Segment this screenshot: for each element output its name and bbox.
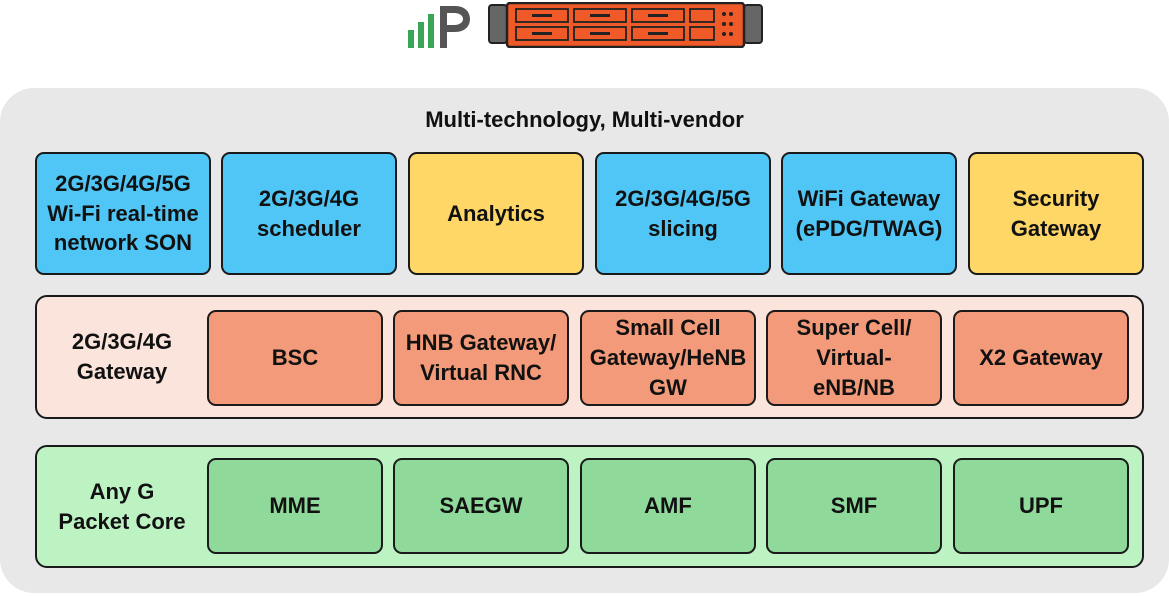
service-box-slicing: 2G/3G/4G/5G slicing bbox=[595, 152, 771, 275]
rack-server-icon bbox=[488, 2, 763, 48]
core-box-amf: AMF bbox=[580, 458, 756, 554]
packet-core-label: Any G Packet Core bbox=[58, 478, 186, 534]
service-box-analytics: Analytics bbox=[408, 152, 584, 275]
service-box-scheduler: 2G/3G/4G scheduler bbox=[221, 152, 397, 275]
core-box-saegw: SAEGW bbox=[393, 458, 569, 554]
gateway-layer-label: 2G/3G/4G Gateway bbox=[71, 329, 173, 384]
core-box-upf: UPF bbox=[953, 458, 1129, 554]
service-box-wifi-gateway: WiFi Gateway (ePDG/TWAG) bbox=[781, 152, 957, 275]
gateway-box-bsc: BSC bbox=[207, 310, 383, 406]
diagram-title: Multi-technology, Multi-vendor bbox=[425, 107, 744, 132]
core-box-mme: MME bbox=[207, 458, 383, 554]
gateway-box-x2: X2 Gateway bbox=[953, 310, 1129, 406]
service-box-son: 2G/3G/4G/5G Wi-Fi real-time network SON bbox=[35, 152, 211, 275]
gateway-box-super-cell: Super Cell/ Virtual- eNB/NB bbox=[766, 310, 942, 406]
gateway-box-hnb: HNB Gateway/ Virtual RNC bbox=[393, 310, 569, 406]
parallel-wireless-logo-icon bbox=[408, 6, 470, 48]
gateway-box-small-cell: Small Cell Gateway/HeNB GW bbox=[580, 310, 756, 406]
core-box-smf: SMF bbox=[766, 458, 942, 554]
service-box-security-gateway: Security Gateway bbox=[968, 152, 1144, 275]
